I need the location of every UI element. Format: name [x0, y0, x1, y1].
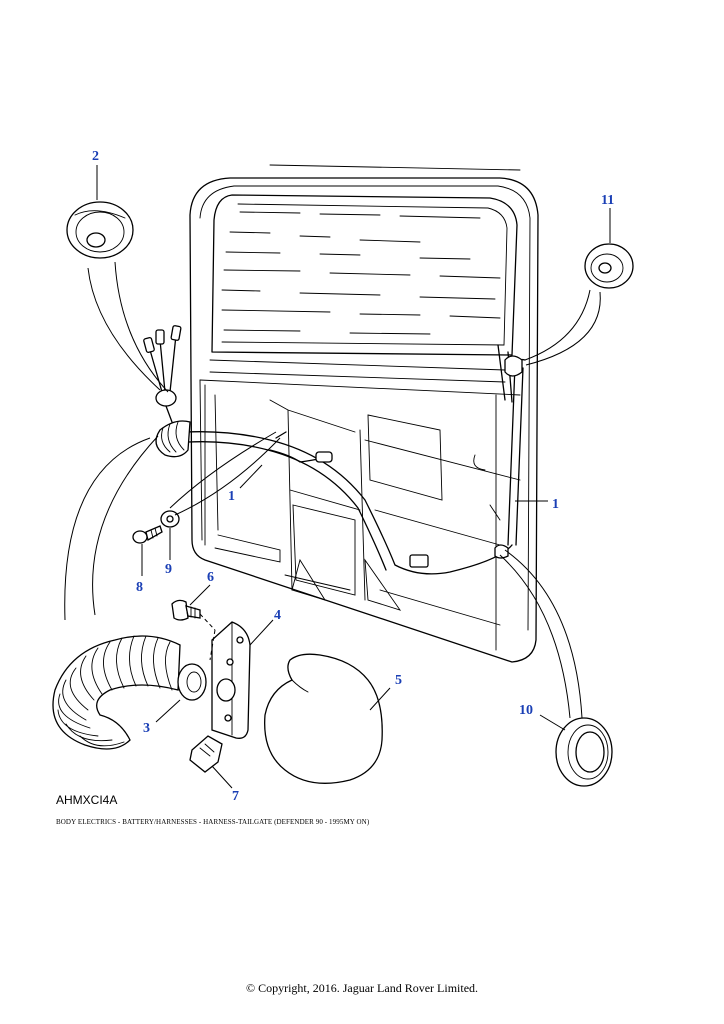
illustration-code: AHMXCI4A [56, 793, 118, 807]
grommet-10 [555, 717, 613, 787]
clip-7 [189, 735, 223, 773]
callout-8: 8 [136, 580, 143, 595]
harness-connector-lower [409, 554, 429, 568]
callout-1-right: 1 [552, 497, 559, 512]
callout-10: 10 [519, 703, 533, 718]
grommet-11 [584, 243, 634, 289]
callout-labels: 2 11 1 1 6 8 9 4 5 3 10 7 [92, 149, 614, 804]
callout-2: 2 [92, 149, 99, 164]
callout-5: 5 [395, 673, 402, 688]
tailgate-harness [184, 355, 526, 575]
callout-1-left: 1 [228, 489, 235, 504]
screw-8 [132, 525, 163, 544]
bracket-4 [211, 621, 251, 739]
callout-3: 3 [143, 721, 150, 736]
callout-6: 6 [207, 570, 214, 585]
copyright-notice: © Copyright, 2016. Jaguar Land Rover Lim… [245, 981, 479, 995]
callout-9: 9 [165, 562, 172, 577]
leader-lines [64, 165, 611, 789]
callout-7: 7 [232, 789, 239, 804]
callout-11: 11 [601, 193, 614, 208]
harness-tails [143, 325, 182, 423]
tailgate-door [189, 164, 539, 663]
diagram-caption: BODY ELECTRICS - BATTERY/HARNESSES - HAR… [56, 818, 370, 826]
cover-5 [264, 653, 383, 784]
convoluted-tube-3 [52, 420, 207, 750]
washer-9 [160, 510, 180, 528]
callout-4: 4 [274, 608, 281, 623]
grommet-2 [66, 201, 134, 259]
screw-6 [171, 599, 201, 621]
harness-connector-upper [315, 451, 333, 463]
